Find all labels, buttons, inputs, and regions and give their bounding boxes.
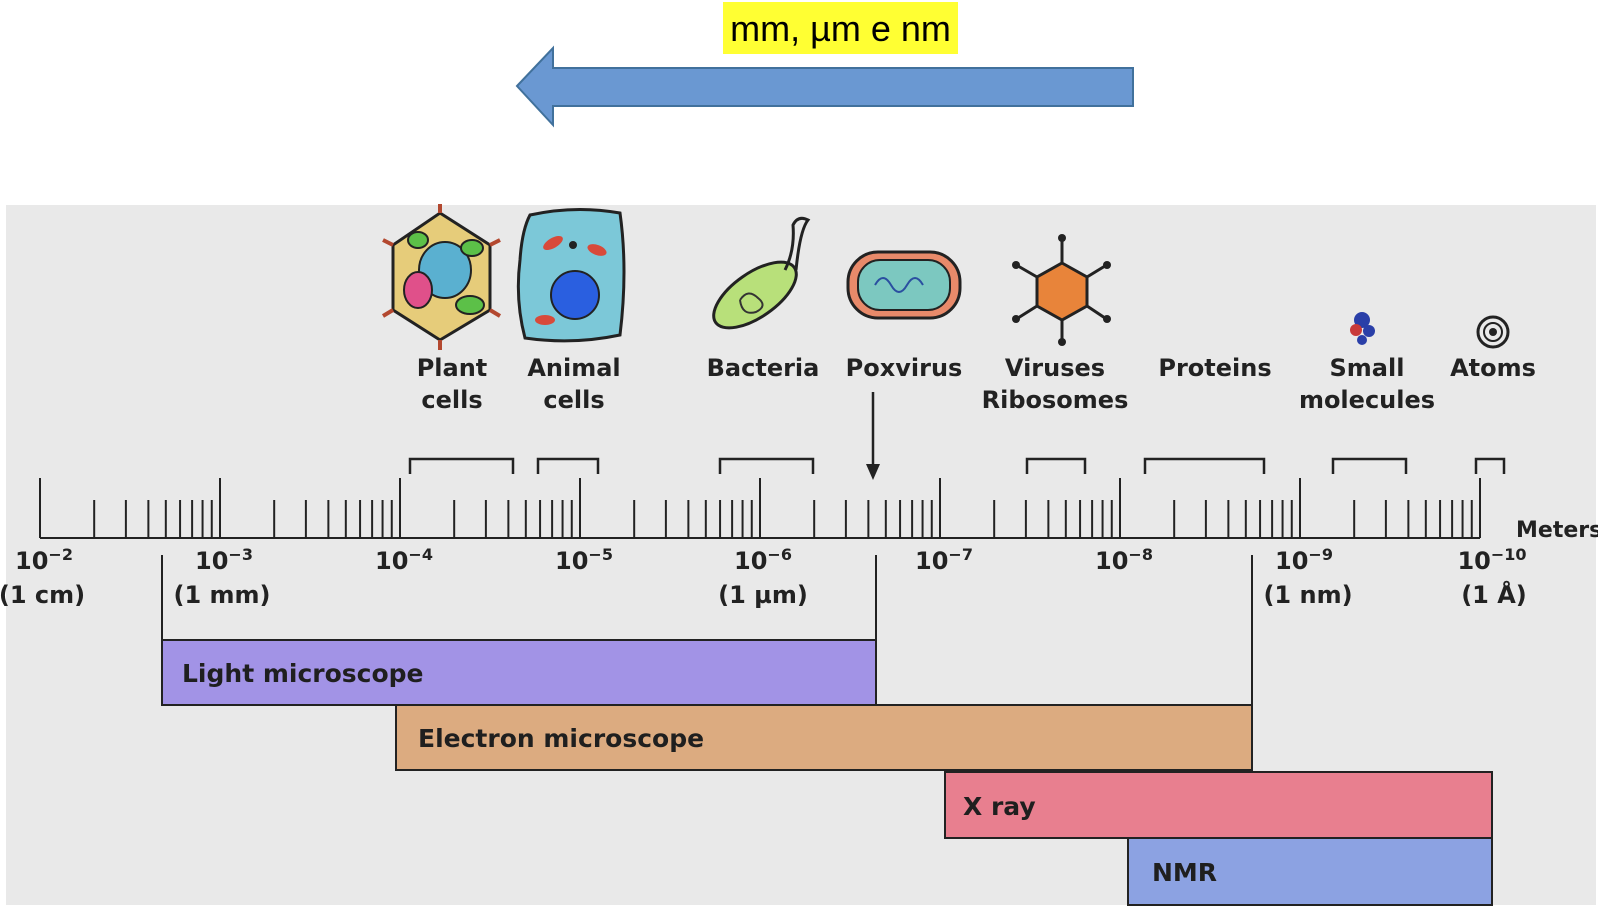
bracket-animal-cells	[536, 457, 600, 474]
bracket-plant-cells	[408, 457, 515, 474]
bracket-atoms	[1474, 457, 1506, 474]
organism-label-animal-line2: cells	[543, 386, 604, 414]
log-scale-ruler	[39, 478, 1481, 539]
scale-labels: 10−2 (1 cm) 10−3 (1 mm) 10−4 10−5 10−6 (…	[0, 545, 1527, 609]
scale-sublabel-e-10: (1 Å)	[1461, 580, 1527, 609]
electron-microscope-bar	[395, 704, 1253, 771]
scale-label-e-4: 10−4	[375, 545, 433, 575]
bracket-proteins	[1143, 457, 1266, 474]
molecule-icon	[1350, 312, 1375, 345]
atom-icon	[1476, 315, 1510, 349]
organism-label-proteins: Proteins	[1158, 354, 1271, 382]
scale-label-e-10: 10−10	[1457, 545, 1526, 575]
organism-label-poxvirus: Poxvirus	[846, 354, 963, 382]
organism-label-small: Small	[1330, 354, 1405, 382]
scale-label-e-8: 10−8	[1095, 545, 1153, 575]
organism-label-atoms: Atoms	[1450, 354, 1536, 382]
bracket-small-molecules	[1331, 457, 1408, 474]
organism-label-ribosomes: Ribosomes	[982, 386, 1129, 414]
bracket-viruses	[1025, 457, 1087, 474]
bacteria-icon	[712, 216, 811, 330]
scale-label-e-7: 10−7	[915, 545, 973, 575]
x-ray-bar	[944, 771, 1493, 839]
organism-label-bacteria: Bacteria	[707, 354, 820, 382]
poxvirus-icon	[846, 250, 962, 320]
size-range-brackets	[408, 457, 1506, 474]
scale-sublabel-e-6: (1 µm)	[718, 581, 808, 609]
units-highlight: mm, µm e nm	[723, 2, 958, 54]
scale-label-e-2: 10−2	[15, 545, 73, 575]
units-highlight-text: mm, µm e nm	[730, 8, 951, 49]
virus-icon	[1012, 234, 1111, 346]
scale-sublabel-e-3: (1 mm)	[173, 581, 270, 609]
animal-cell-icon	[516, 207, 626, 343]
bracket-bacteria	[718, 457, 815, 474]
x-ray-label: X ray	[963, 792, 1036, 821]
organism-label-molecules: molecules	[1299, 386, 1435, 414]
scale-label-e-5: 10−5	[555, 545, 613, 575]
electron-microscope-label: Electron microscope	[418, 724, 704, 753]
scale-sublabel-e-2: (1 cm)	[0, 581, 85, 609]
plant-cell-icon	[381, 204, 502, 350]
scale-label-e-3: 10−3	[195, 545, 253, 575]
scale-unit-label: Meters	[1516, 518, 1598, 543]
nmr-label: NMR	[1152, 858, 1217, 887]
organism-label-animal-line1: Animal	[527, 354, 620, 382]
light-microscope-label: Light microscope	[182, 659, 424, 688]
organism-label-viruses: Viruses	[1005, 354, 1105, 382]
scale-sublabel-e-9: (1 nm)	[1263, 581, 1352, 609]
poxvirus-pointer-arrow	[866, 392, 880, 480]
left-arrow-icon	[515, 45, 1134, 128]
scale-label-e-9: 10−9	[1275, 545, 1333, 575]
scale-label-e-6: 10−6	[734, 545, 792, 575]
organism-label-plant-line1: Plant	[417, 354, 488, 382]
technique-bars: Light microscope Electron microscope X r…	[161, 555, 1493, 906]
nmr-bar	[1127, 837, 1493, 906]
organism-label-plant-line2: cells	[421, 386, 482, 414]
